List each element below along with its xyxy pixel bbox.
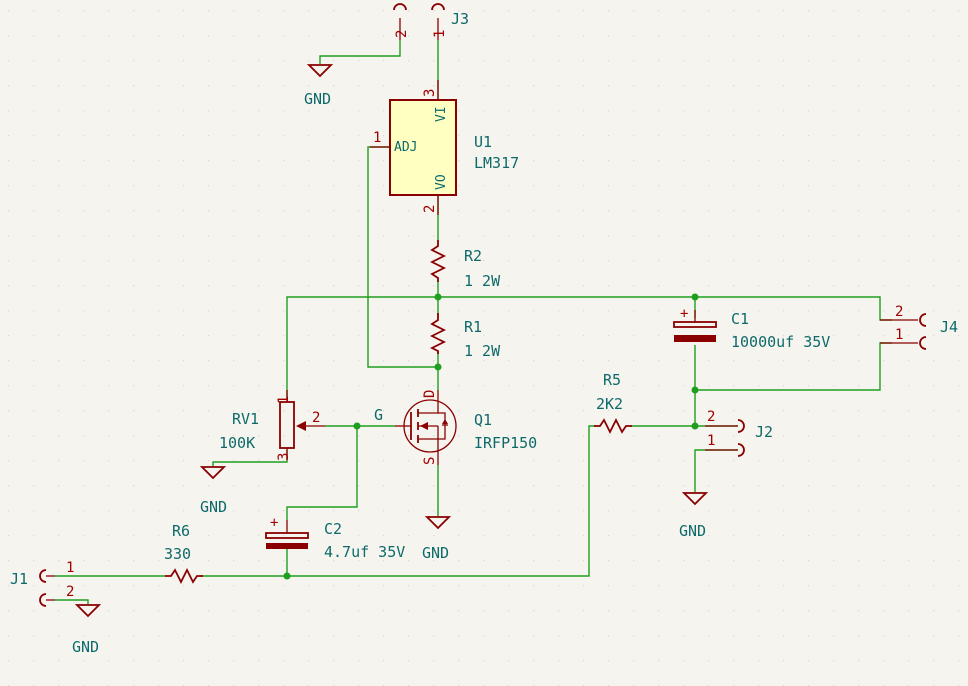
gnd-symbol-j1: GND (72, 604, 102, 656)
rv1-pin2-number: 2 (312, 410, 320, 426)
c1-value: 10000uf 35V (731, 333, 830, 351)
j1-pin1-number: 1 (66, 560, 74, 576)
connector-j4[interactable]: 2 1 J4 (880, 304, 958, 350)
j3-pin2-number: 2 (394, 30, 410, 38)
j2-pin2-number: 2 (707, 409, 715, 425)
mosfet-q1[interactable]: D S G Q1 IRFP150 (374, 390, 537, 465)
q1-drain-label: D (422, 390, 438, 398)
r5-value: 2K2 (596, 395, 623, 413)
gnd-symbol-q1: GND (422, 516, 452, 562)
r6-ref: R6 (172, 522, 190, 540)
capacitor-c2[interactable]: + C2 4.7uf 35V (265, 515, 405, 561)
u1-pin-adj-label: ADJ (394, 140, 417, 155)
gnd-label-j1: GND (72, 638, 99, 656)
gnd-symbol-rv1: GND (199, 466, 227, 516)
resistor-r5[interactable]: R5 2K2 (594, 371, 632, 435)
u1-ref: U1 (474, 133, 492, 151)
r1-ref: R1 (464, 318, 482, 336)
j1-ref: J1 (10, 570, 28, 588)
r2-ref: R2 (464, 247, 482, 265)
r5-ref: R5 (603, 371, 621, 389)
resistor-r1[interactable]: R1 1 2W (429, 313, 501, 360)
wires (55, 40, 892, 604)
rv1-pin3-number: 3 (276, 453, 292, 461)
u1-value: LM317 (474, 154, 519, 172)
q1-value: IRFP150 (474, 434, 537, 452)
connector-j1[interactable]: 1 2 J1 (10, 560, 74, 607)
c1-plus-label: + (680, 306, 688, 322)
j4-pin2-number: 2 (895, 304, 903, 320)
rv1-ref: RV1 (232, 410, 259, 428)
j4-pin1-number: 1 (895, 327, 903, 343)
regulator-u1[interactable]: ADJ VI VO 3 2 1 U1 LM317 (370, 80, 519, 215)
gnd-label-j3: GND (304, 90, 331, 108)
u1-pin3-number: 3 (422, 89, 438, 97)
potentiometer-rv1[interactable]: 1 2 3 RV1 100K (219, 390, 325, 461)
c2-value: 4.7uf 35V (324, 543, 405, 561)
rv1-pin1-number: 1 (276, 396, 292, 404)
rv1-value: 100K (219, 434, 255, 452)
connector-j3[interactable]: 2 1 J3 (393, 3, 469, 40)
r6-value: 330 (164, 545, 191, 563)
j2-pin1-number: 1 (707, 433, 715, 449)
j2-ref: J2 (755, 423, 773, 441)
junction-dots (283, 293, 699, 580)
c2-plus-label: + (270, 515, 278, 531)
gnd-label-rv1: GND (200, 498, 227, 516)
gnd-symbol-j2: GND (679, 492, 709, 540)
resistor-r2[interactable]: R2 1 2W (429, 240, 501, 290)
gnd-label-j2: GND (679, 522, 706, 540)
u1-pin-vi-label: VI (434, 106, 449, 122)
j1-pin2-number: 2 (66, 584, 74, 600)
capacitor-c1[interactable]: + C1 10000uf 35V (673, 306, 830, 351)
u1-pin2-number: 2 (422, 205, 438, 213)
connector-j2[interactable]: 2 1 J2 (705, 409, 773, 457)
j3-ref: J3 (451, 10, 469, 28)
r1-value: 1 2W (464, 342, 501, 360)
u1-pin-vo-label: VO (434, 174, 449, 190)
r2-value: 1 2W (464, 272, 501, 290)
q1-ref: Q1 (474, 411, 492, 429)
q1-source-label: S (422, 457, 438, 465)
gnd-symbol-j3: GND (304, 64, 334, 108)
u1-pin1-number: 1 (373, 130, 381, 146)
q1-gate-label: G (374, 406, 383, 424)
j4-ref: J4 (940, 318, 958, 336)
resistor-r6[interactable]: R6 330 (164, 522, 203, 585)
gnd-label-q1: GND (422, 544, 449, 562)
j3-pin1-number: 1 (432, 30, 448, 38)
c1-ref: C1 (731, 310, 749, 328)
c2-ref: C2 (324, 520, 342, 538)
